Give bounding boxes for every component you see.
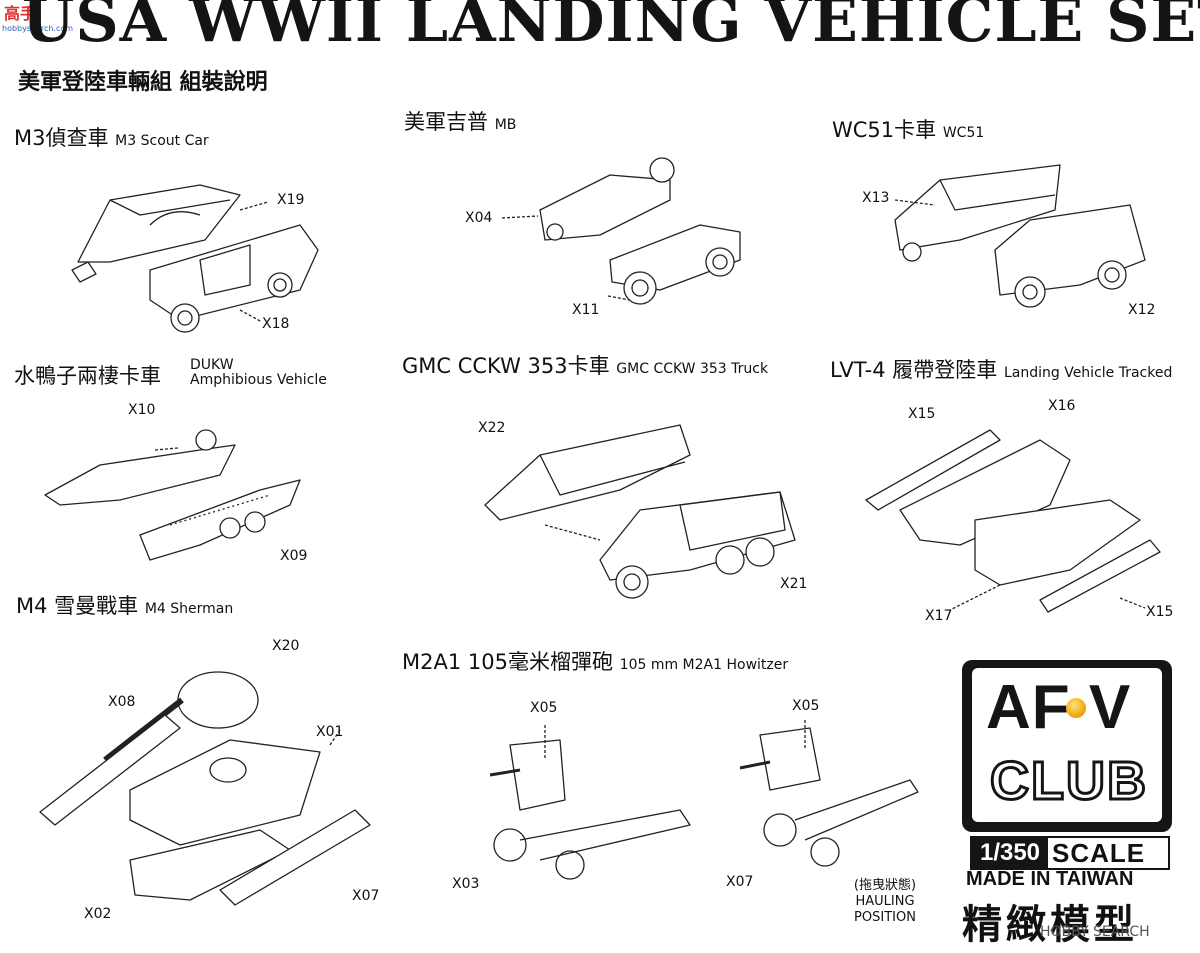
howitzer-hauling-drawing [739, 720, 919, 867]
heading-mb: 美軍吉普 MB [404, 106, 516, 136]
part-label: X09 [280, 548, 308, 564]
heading-lvt: LVT-4 履帶登陸車 Landing Vehicle Tracked [830, 354, 1172, 384]
howitzer-firing-drawing [489, 725, 691, 880]
heading-m3: M3偵查車 M3 Scout Car [14, 122, 209, 152]
heading-mb-en: MB [494, 117, 517, 133]
heading-m2a1-cn: M2A1 105毫米榴彈砲 [402, 650, 613, 674]
scale-badge: 1/350 SCALE [970, 836, 1170, 870]
heading-gmc-en: GMC CCKW 353 Truck [616, 361, 769, 377]
part-label: X11 [572, 302, 600, 318]
part-label: X04 [465, 210, 493, 226]
part-label: X10 [128, 402, 156, 418]
afv-club-logo: AF V CLUB [962, 660, 1172, 832]
m3-scout-car-drawing [71, 184, 319, 333]
heading-m4-cn: M4 雪曼戰車 [16, 594, 139, 618]
heading-dukw-en2: Amphibious Vehicle [190, 372, 327, 388]
hauling-note: (拖曳狀態) HAULING POSITION [830, 878, 940, 926]
heading-m3-cn: M3偵查車 [14, 126, 109, 150]
hauling-note-en1: HAULING [855, 894, 915, 909]
heading-dukw: 水鴨子兩棲卡車 [14, 360, 161, 390]
heading-gmc: GMC CCKW 353卡車 GMC CCKW 353 Truck [402, 350, 768, 380]
part-label: X16 [1048, 398, 1076, 414]
part-label: X07 [726, 874, 754, 890]
part-label: X03 [452, 876, 480, 892]
logo-orb-icon [1066, 698, 1086, 718]
part-label: X05 [530, 700, 558, 716]
heading-dukw-cn: 水鴨子兩棲卡車 [14, 364, 161, 388]
part-label: X15 [908, 406, 936, 422]
hauling-note-cn: (拖曳狀態) [853, 878, 917, 893]
heading-m2a1-en: 105 mm M2A1 Howitzer [619, 657, 789, 673]
part-label: X02 [84, 906, 112, 922]
heading-dukw-en: DUKW Amphibious Vehicle [190, 358, 327, 388]
part-label: X15 [1146, 604, 1174, 620]
part-label: X08 [108, 694, 136, 710]
watermark-url: hobbysearch.com [2, 24, 74, 33]
heading-dukw-en1: DUKW [190, 357, 234, 373]
watermark-logo: 高手 [4, 4, 37, 23]
heading-lvt-en: Landing Vehicle Tracked [1003, 365, 1173, 381]
logo-afv-text: AF V [986, 673, 1132, 742]
heading-m4-en: M4 Sherman [144, 601, 234, 617]
heading-lvt-cn: LVT-4 履帶登陸車 [830, 358, 998, 382]
heading-wc51-cn: WC51卡車 [832, 118, 937, 142]
heading-m3-en: M3 Scout Car [115, 133, 209, 149]
part-label: X17 [925, 608, 953, 624]
part-label: X21 [780, 576, 808, 592]
part-label: X20 [272, 638, 300, 654]
page-subtitle: 美軍登陸車輛組 組裝說明 [18, 70, 268, 95]
scale-word: SCALE [1052, 838, 1146, 868]
part-label: X07 [352, 888, 380, 904]
made-in-taiwan: MADE IN TAIWAN [966, 868, 1134, 890]
heading-m2a1: M2A1 105毫米榴彈砲 105 mm M2A1 Howitzer [402, 646, 788, 676]
model-cn-text: 精緻模型 [962, 902, 1138, 948]
dukw-drawing [44, 429, 301, 561]
mb-jeep-drawing [501, 157, 741, 305]
part-label: X12 [1128, 302, 1156, 318]
m4-sherman-drawing [39, 671, 371, 906]
wc51-truck-drawing [894, 164, 1146, 308]
lvt4-drawing [865, 429, 1161, 613]
heading-mb-cn: 美軍吉普 [404, 110, 488, 134]
heading-wc51: WC51卡車 WC51 [832, 114, 984, 144]
heading-wc51-en: WC51 [942, 125, 985, 141]
logo-club-text: CLUB [989, 750, 1148, 813]
part-label: X19 [277, 192, 305, 208]
part-label: X01 [316, 724, 344, 740]
part-label: X13 [862, 190, 890, 206]
heading-gmc-cn: GMC CCKW 353卡車 [402, 354, 610, 378]
page-title: USA WWII LANDING VEHICLE SET [22, 0, 1200, 56]
heading-m4: M4 雪曼戰車 M4 Sherman [16, 590, 233, 620]
scale-ratio: 1/350 [972, 838, 1048, 868]
gmc-truck-drawing [484, 424, 796, 599]
part-label: X22 [478, 420, 506, 436]
part-label: X05 [792, 698, 820, 714]
part-label: X18 [262, 316, 290, 332]
footer-watermark: HOBBY SEARCH [1040, 924, 1150, 940]
hauling-note-en2: POSITION [854, 910, 916, 925]
